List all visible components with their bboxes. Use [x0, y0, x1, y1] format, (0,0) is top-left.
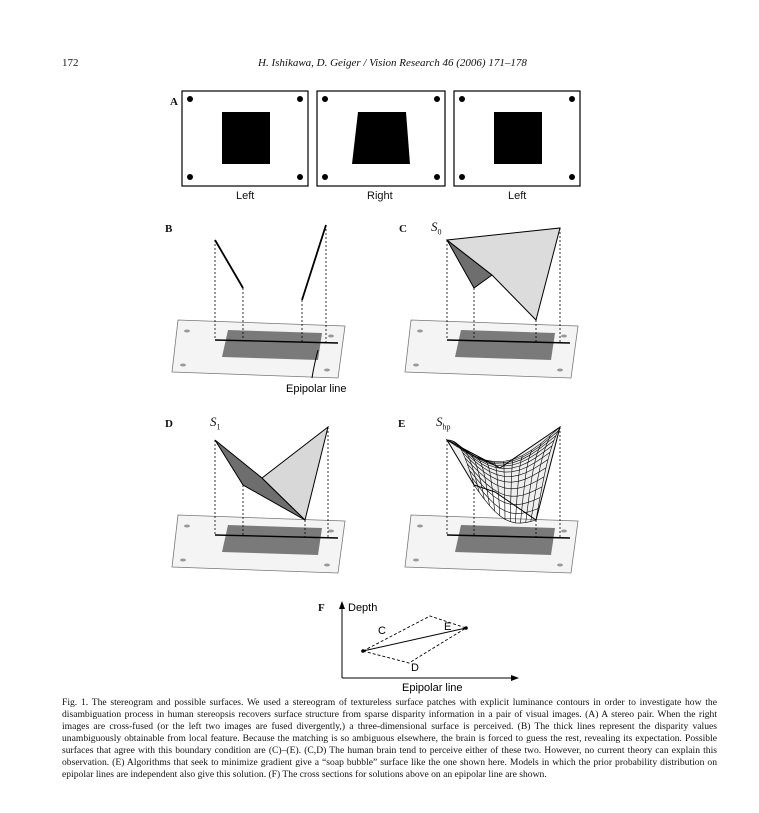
mesh-line [471, 477, 539, 515]
panel-label-a: A [170, 96, 178, 108]
depth-axis-arrow [339, 601, 345, 609]
panel-d-drawing [171, 425, 346, 574]
cross-section-plot: Depth Epipolar line C D E [339, 601, 519, 694]
panel-b-drawing: Epipolar line [171, 224, 347, 395]
panel-a-left2-label: Left [508, 190, 527, 202]
panel-label-c: C [399, 223, 407, 235]
curve-e-label: E [444, 621, 451, 633]
panel-a-right-label: Right [367, 190, 393, 202]
epipolar-axis-arrow [511, 675, 519, 681]
panel-label-b: B [165, 223, 173, 235]
mesh-line [530, 435, 551, 522]
epipolar-line-label: Epipolar line [286, 383, 347, 395]
left2-square [494, 112, 542, 164]
mesh-line [535, 426, 561, 521]
panel-e-drawing [404, 425, 579, 574]
mesh-line [473, 484, 537, 524]
curve-c-label: C [378, 625, 386, 637]
curve-e [362, 627, 467, 652]
soap-bubble-mesh [446, 426, 561, 524]
surface-label-s0: S0 [431, 219, 442, 237]
right-trapezoid [352, 112, 410, 164]
panel-a-left-label: Left [236, 190, 255, 202]
depth-axis-label: Depth [348, 602, 377, 614]
panel-label-d: D [165, 418, 173, 430]
left-square [222, 112, 270, 164]
mesh-line [469, 470, 541, 506]
curve-d-label: D [411, 662, 419, 674]
epipolar-axis-label: Epipolar line [402, 682, 463, 694]
page-number: 172 [62, 57, 79, 69]
surface-label-s1: S1 [210, 414, 221, 432]
panel-label-f: F [318, 602, 325, 614]
panel-c-drawing [404, 227, 579, 379]
running-head: H. Ishikawa, D. Geiger / Vision Research… [258, 57, 527, 69]
curve-c [362, 615, 467, 652]
curve-d [362, 627, 467, 664]
figure-caption: Fig. 1. The stereogram and possible surf… [62, 697, 717, 780]
panel-label-e: E [398, 418, 406, 430]
surface-label-shp: Shp [436, 414, 451, 432]
stereo-pair [181, 90, 581, 187]
